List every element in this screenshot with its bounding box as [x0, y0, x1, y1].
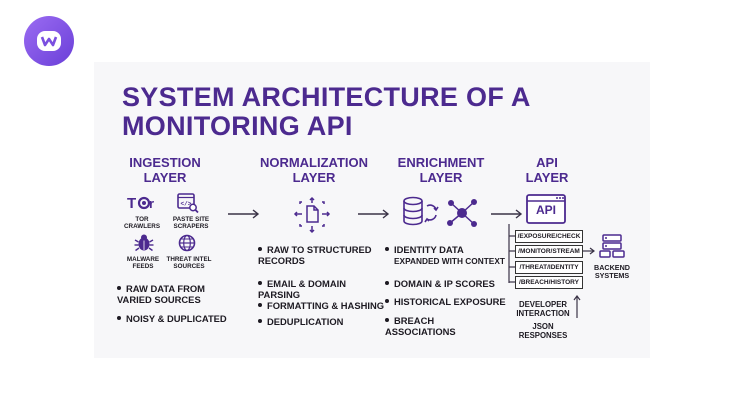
paste-site-scrapers-label: PASTE SITE SCRAPERS	[172, 216, 210, 230]
tor-icon: T r	[125, 193, 159, 213]
ingestion-bullet: RAW DATA FROM VARIED SOURCES	[117, 283, 205, 305]
svg-text:T: T	[127, 195, 136, 212]
network-nodes-icon	[446, 198, 478, 228]
malware-bug-icon	[134, 234, 154, 252]
enrichment-bullet: BREACH ASSOCIATIONS	[385, 315, 456, 337]
server-stack-icon	[599, 234, 625, 258]
brand-logo-icon[interactable]	[24, 16, 74, 66]
paste-site-scraper-icon: </>	[177, 192, 199, 214]
api-box-label: API	[535, 203, 556, 217]
api-window-icon	[526, 194, 566, 224]
normalization-bullet: EMAIL & DOMAIN PARSING	[258, 278, 346, 300]
svg-text:</>: </>	[181, 201, 192, 208]
enrichment-bullet: HISTORICAL EXPOSURE	[385, 296, 510, 307]
endpoint-breach-history[interactable]: /BREACH/HISTORY	[515, 276, 583, 289]
endpoint-monitor-stream[interactable]: /MONITOR/STREAM	[515, 245, 583, 258]
globe-icon	[178, 234, 196, 252]
endpoint-exposure-check[interactable]: /EXPOSURE/CHECK	[515, 230, 583, 243]
tor-crawlers-label: TOR CRAWLERS	[124, 216, 161, 230]
enrichment-bullet-sub: EXPANDED WITH CONTEXT	[394, 256, 505, 266]
normalization-bullet: FORMATTING & HASHING	[258, 300, 388, 311]
enrichment-bullet: IDENTITY DATA	[385, 244, 510, 255]
ingestion-layer-heading: INGESTION LAYER	[129, 155, 201, 185]
database-icon	[401, 196, 439, 228]
enrichment-bullet: DOMAIN & IP SCORES	[385, 278, 510, 289]
developer-interaction-label: DEVELOPER INTERACTION	[516, 300, 570, 318]
svg-text:r: r	[149, 196, 154, 211]
normalization-bullet: RAW TO STRUCTURED RECORDS	[258, 244, 372, 266]
normalization-layer-heading: NORMALIZATION LAYER	[259, 155, 369, 185]
malware-feeds-label: MALWARE FEEDS	[126, 256, 160, 270]
json-responses-label: JSON RESPONSES	[518, 322, 568, 340]
backend-systems-label: BACKEND SYSTEMS	[594, 263, 630, 280]
api-layer-heading: API LAYER	[525, 155, 569, 185]
normalization-bullet: DEDUPLICATION	[258, 316, 388, 327]
diagram-title: SYSTEM ARCHITECTURE OF A MONITORING API	[122, 82, 530, 141]
threat-intel-sources-label: THREAT INTEL SOURCES	[166, 256, 212, 270]
ingestion-bullet: NOISY & DUPLICATED	[117, 313, 237, 324]
normalize-document-icon	[293, 196, 331, 234]
endpoint-threat-identity[interactable]: /THREAT/IDENTITY	[515, 261, 583, 274]
enrichment-layer-heading: ENRICHMENT LAYER	[397, 155, 485, 185]
